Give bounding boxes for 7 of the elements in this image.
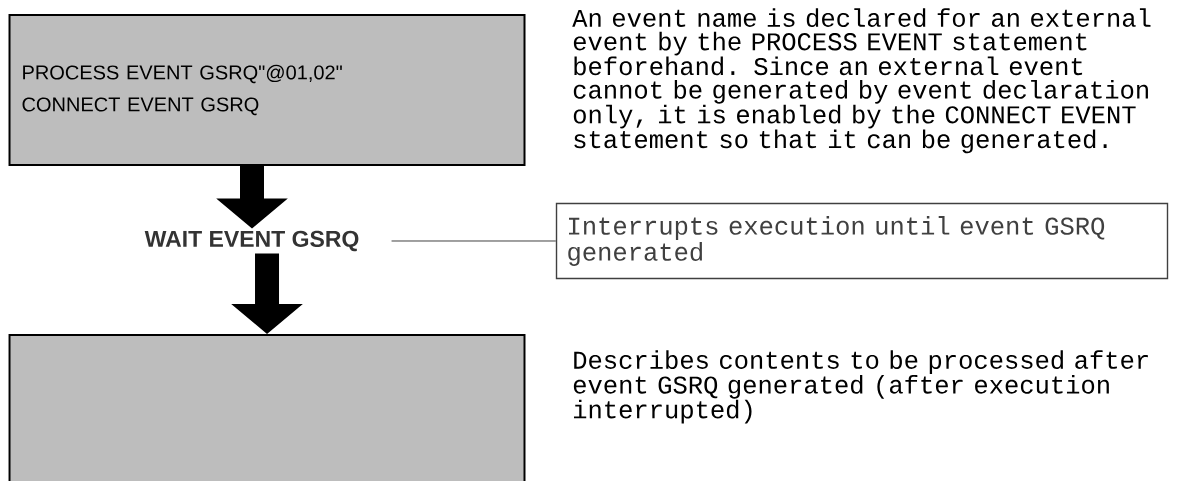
statement-text: WAIT EVENT GSRQ [144, 230, 359, 252]
note-box: Interrupts execution until event GSRQ generated [555, 202, 1169, 280]
code-box: PROCESS EVENT GSRQ"@01,02" CONNECT EVENT GSRQ [8, 14, 526, 166]
shaded-box [8, 334, 526, 481]
leader-line [391, 240, 557, 242]
description-text: Describes contents to be processed after event GSRQ generated (after execution interrupted) [573, 350, 1148, 424]
description-text: An event name is declared for an external event by the PROCESS EVENT statement beforehand. Since an external event cannot be generated by event declaration only, it is enabled by the CONNECT EVENT statement so that it can be generated. [572, 8, 1151, 154]
